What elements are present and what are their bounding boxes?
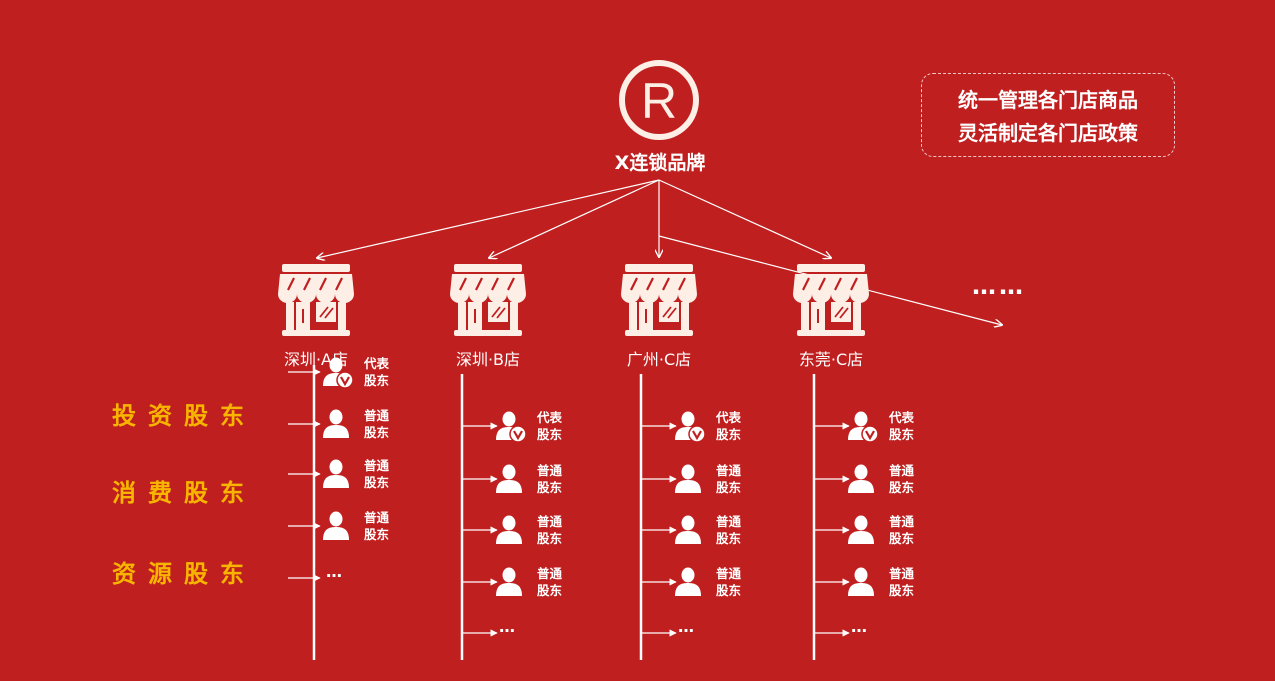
store-name: 东莞·C店 [798,350,864,369]
ordinary-shareholder-label: 普通股东 [537,463,563,495]
person-icon [323,459,349,488]
brand-name: X连锁品牌 [614,152,706,174]
person-icon [323,511,349,540]
representative-person-icon [323,357,354,389]
ordinary-shareholder-label: 普通股东 [537,566,563,598]
store-node [278,264,354,660]
category-resource: 资源股东 [112,560,256,588]
store-name: 广州·C店 [626,350,692,369]
ordinary-shareholder-label: 普通股东 [364,458,390,490]
ordinary-shareholder-label: 普通股东 [537,514,563,546]
storefront-icon [621,264,697,336]
storefront-icon [278,264,354,336]
more-shareholders-ellipsis: … [326,562,342,581]
policy-callout: 统一管理各门店商品 灵活制定各门店政策 [921,73,1175,157]
store-node [450,264,527,660]
representative-person-icon [848,411,879,443]
registered-trademark-icon: R [619,60,699,140]
person-icon [323,409,349,438]
ordinary-shareholder-label: 普通股东 [889,514,915,546]
category-investment: 投资股东 [112,402,256,430]
representative-shareholder-label: 代表股东 [716,410,742,442]
person-icon [496,567,522,596]
person-icon [496,515,522,544]
store-name: 深圳·A店 [283,350,349,369]
person-icon [848,464,874,493]
representative-person-icon [496,411,527,443]
storefront-icon [793,264,869,336]
ordinary-shareholder-label: 普通股东 [716,463,742,495]
representative-shareholder-label: 代表股东 [537,410,563,442]
person-icon [848,567,874,596]
more-stores-ellipsis: …… [972,272,1026,300]
person-icon [848,515,874,544]
person-icon [675,567,701,596]
more-shareholders-ellipsis: … [678,617,694,636]
policy-line-1: 统一管理各门店商品 [958,88,1138,112]
representative-shareholder-label: 代表股东 [364,356,390,388]
person-icon [675,515,701,544]
ordinary-shareholder-label: 普通股东 [716,566,742,598]
storefront-icon [450,264,526,336]
policy-line-2: 灵活制定各门店政策 [958,121,1138,145]
more-shareholders-ellipsis: … [499,617,515,636]
store-name: 深圳·B店 [455,350,521,369]
ordinary-shareholder-label: 普通股东 [889,566,915,598]
store-node [621,264,706,660]
ordinary-shareholder-label: 普通股东 [716,514,742,546]
person-icon [496,464,522,493]
ordinary-shareholder-label: 普通股东 [889,463,915,495]
representative-shareholder-label: 代表股东 [889,410,915,442]
ordinary-shareholder-label: 普通股东 [364,408,390,440]
person-icon [675,464,701,493]
representative-person-icon [675,411,706,443]
svg-text:R: R [641,73,677,129]
store-node [793,264,879,660]
more-shareholders-ellipsis: … [851,617,867,636]
category-consumer: 消费股东 [112,479,256,507]
ordinary-shareholder-label: 普通股东 [364,510,390,542]
